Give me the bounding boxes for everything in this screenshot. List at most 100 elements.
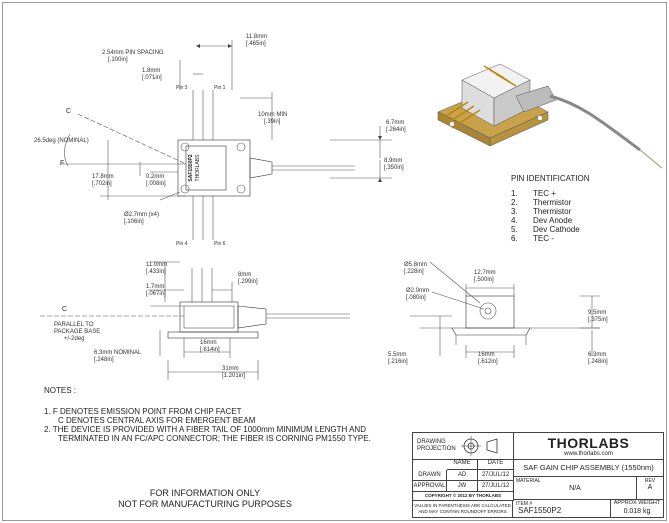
name-header: NAME bbox=[447, 460, 478, 470]
dim-value: 17.8mm bbox=[92, 174, 114, 180]
chip-label-part: SAF1550P2 bbox=[188, 154, 194, 182]
dim-value: 1.7mm bbox=[146, 284, 165, 290]
dim-value: 2.54mm PIN SPACING bbox=[102, 50, 164, 56]
dim-value-in: [.216in] bbox=[388, 359, 408, 365]
dim-2-0: Ø2.0mm [.080in] bbox=[406, 288, 429, 302]
dim-8-9: 8.9mm [.350in] bbox=[384, 158, 404, 172]
values-note: VALUES IN PARENTHESIS ARE CALCULATED AND… bbox=[413, 501, 513, 517]
dim-value: 11.0mm bbox=[146, 262, 168, 268]
dim-value-in: [.350in] bbox=[384, 165, 404, 171]
pin-name: TEC - bbox=[533, 234, 554, 243]
dim-5-5: 5.5mm [.216in] bbox=[388, 352, 408, 366]
dim-value: 0.2mm bbox=[146, 174, 165, 180]
dim-value-in: [.008in] bbox=[146, 181, 166, 187]
drawn-date: 27/JUL/12 bbox=[478, 470, 514, 481]
pin-name: TEC + bbox=[533, 189, 556, 198]
copyright: COPYRIGHT © 2012 BY THORLABS bbox=[413, 492, 514, 501]
dim-16b: 16mm [.612in] bbox=[478, 352, 498, 366]
material-value: N/A bbox=[569, 485, 581, 492]
title-block: DRAWING PROJECTION THORLABS www.thorlabs… bbox=[412, 432, 664, 518]
dim-value: 6.7mm bbox=[386, 120, 405, 126]
material-label: MATERIAL bbox=[516, 478, 541, 484]
drawing-title: SAF GAIN CHIP ASSEMBLY (1550nm) bbox=[514, 460, 663, 477]
rev-cell: REV A bbox=[637, 477, 663, 500]
material-cell: MATERIAL N/A bbox=[514, 477, 637, 500]
item-label: ITEM # bbox=[516, 501, 533, 507]
pin-id-title: PIN IDENTIFICATION bbox=[511, 174, 590, 183]
note-2: 2. THE DEVICE IS PROVIDED WITH A FIBER T… bbox=[44, 425, 366, 434]
rev-value: A bbox=[647, 484, 653, 491]
dim-1-8: 1.8mm [.071in] bbox=[142, 68, 162, 82]
dim-angle: 26.5deg (NOMINAL) bbox=[34, 138, 89, 144]
dim-value-in: [.100in] bbox=[108, 57, 128, 63]
pin-6-label: Pin 6 bbox=[214, 241, 226, 247]
dim-5-8: Ø5.8mm [.228in] bbox=[404, 262, 427, 276]
approval-name: JW bbox=[447, 481, 478, 492]
note-1b: C DENOTES CENTRAL AXIS FOR EMERGENT BEAM bbox=[58, 416, 256, 425]
pin-num: 6. bbox=[511, 234, 518, 243]
pin-name: Thermistor bbox=[533, 207, 572, 216]
pin-name: Dev Cathode bbox=[533, 225, 580, 234]
dim-value: 12.7mm bbox=[474, 270, 496, 276]
dim-17-8: 17.8mm [.702in] bbox=[92, 174, 114, 188]
dim-value-in: [.248in] bbox=[588, 359, 608, 365]
thorlabs-logo: THORLABS bbox=[547, 435, 630, 451]
dim-6-7: 6.7mm [.264in] bbox=[386, 120, 406, 134]
dim-0-2: 0.2mm [.008in] bbox=[146, 174, 166, 188]
website: www.thorlabs.com bbox=[564, 451, 613, 457]
parallel-line-3: +/-2deg bbox=[64, 336, 85, 342]
item-value: SAF1550P2 bbox=[518, 506, 562, 515]
dim-value: 16mm bbox=[478, 352, 495, 358]
note-1: 1. F DENOTES EMISSION POINT FROM CHIP FA… bbox=[44, 407, 242, 416]
pin-1-label: Pin 1 bbox=[214, 85, 226, 91]
dim-value-in: [.228in] bbox=[404, 269, 424, 275]
dim-value-in: [.465in] bbox=[246, 41, 266, 47]
dim-value: Ø2.0mm bbox=[406, 288, 430, 294]
approval-label: APPROVAL bbox=[413, 481, 447, 492]
dim-value-in: [.433in] bbox=[146, 269, 166, 275]
dim-value: Ø2.7mm (x4) bbox=[124, 212, 160, 218]
dim-11-8: 11.8mm [.465in] bbox=[246, 34, 267, 48]
c-axis-label-side: C bbox=[62, 306, 68, 313]
values-note-1: VALUES IN PARENTHESIS ARE CALCULATED bbox=[414, 503, 511, 508]
pin-num: 4. bbox=[511, 216, 518, 225]
dim-value-in: [.248in] bbox=[94, 357, 114, 363]
pin-identification: PIN IDENTIFICATION 1.TEC + 2.Thermistor … bbox=[511, 174, 590, 243]
dim-value-in: [1.201in] bbox=[222, 373, 246, 379]
projection-cell: DRAWING PROJECTION bbox=[413, 433, 514, 460]
dim-10-min: 10mm MIN [.39in] bbox=[258, 112, 287, 126]
dim-value-in: [.614in] bbox=[200, 347, 220, 353]
weight-value: 0.018 kg bbox=[623, 508, 651, 515]
parallel-line-2: PACKAGE BASE bbox=[54, 329, 101, 335]
dim-31: 31mm [1.201in] bbox=[222, 366, 245, 380]
approval-date: 27/JUL/12 bbox=[478, 481, 514, 492]
notes-title: NOTES : bbox=[44, 386, 77, 395]
dim-value: 11.8mm bbox=[246, 34, 268, 40]
pin-num: 3. bbox=[511, 207, 518, 216]
dim-value-in: [.071in] bbox=[142, 75, 162, 81]
c-axis-label: C bbox=[66, 108, 72, 115]
dim-value-in: [.500in] bbox=[474, 277, 494, 283]
drawn-label: DRAWN bbox=[413, 470, 447, 481]
drawn-name: AD bbox=[447, 470, 478, 481]
date-header: DATE bbox=[478, 460, 514, 470]
dim-value: 5.5mm bbox=[388, 352, 407, 358]
pin-num: 1. bbox=[511, 189, 518, 198]
disclaimer: FOR INFORMATION ONLY NOT FOR MANUFACTURI… bbox=[110, 488, 300, 510]
dim-value-in: [.106in] bbox=[124, 219, 144, 225]
dim-value: 8.9mm bbox=[384, 158, 403, 164]
dim-value-in: [.264in] bbox=[386, 127, 406, 133]
dim-hole: Ø2.7mm (x4) [.106in] bbox=[124, 212, 159, 226]
dim-value-in: [.375in] bbox=[588, 317, 608, 323]
dim-value: 8mm bbox=[238, 272, 252, 278]
pin-4-label: Pin 4 bbox=[176, 241, 188, 247]
dim-value: 6.3mm bbox=[588, 352, 607, 358]
dim-6-3-nominal: 6.3mm NOMINAL [.248in] bbox=[94, 350, 141, 364]
pin-name: Dev Anode bbox=[533, 216, 573, 225]
dim-1-7: 1.7mm [.067in] bbox=[146, 284, 166, 298]
pin-num: 2. bbox=[511, 198, 518, 207]
logo-cell: THORLABS www.thorlabs.com bbox=[514, 433, 663, 460]
dim-value: 31mm bbox=[222, 366, 239, 372]
